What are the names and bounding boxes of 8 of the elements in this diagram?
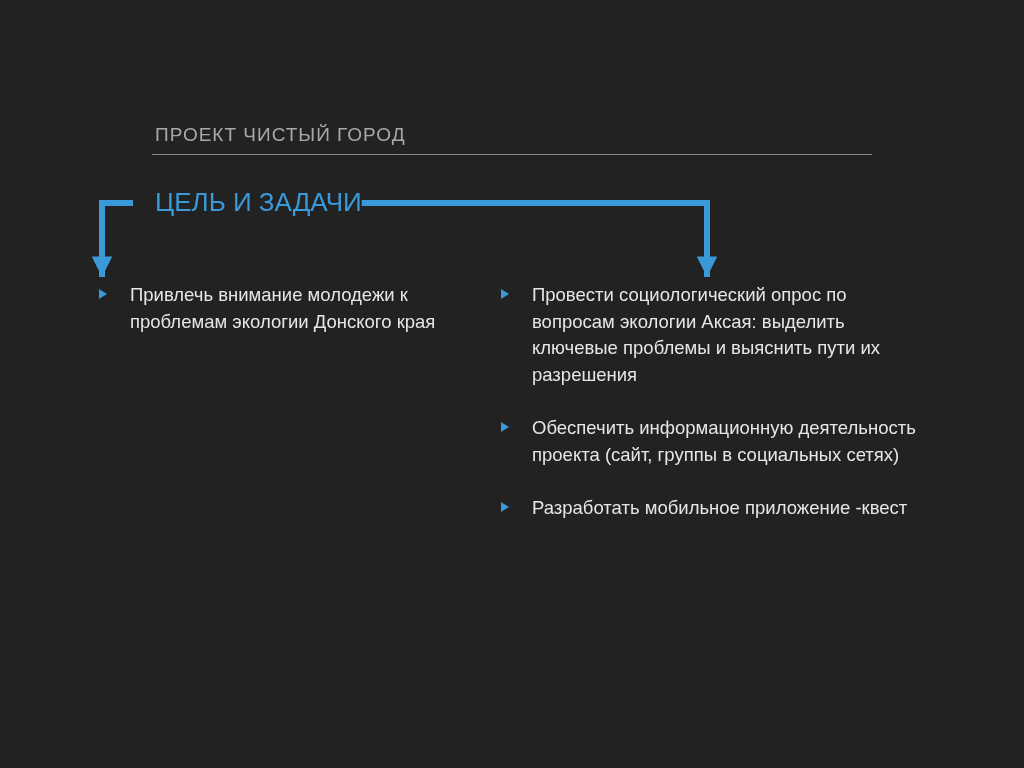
heading-text: ЦЕЛЬ И ЗАДАЧИ [155,186,362,218]
arrow [361,200,718,277]
task-text: Разработать мобильное приложение -квест [532,495,927,522]
task-text: Провести социологический опрос по вопросам экологии Аксая: выделить ключевые проблемы и выяснить пути их разрешения [532,282,927,388]
arrow [91,200,133,277]
slide-title: ПРОЕКТ ЧИСТЫЙ ГОРОД [155,124,406,146]
task-text: Обеспечить информационную деятельность проекта (сайт, группы в социальных сетях) [532,415,927,468]
task-text: Привлечь внимание молодежи к проблемам экологии Донского края [130,282,495,335]
